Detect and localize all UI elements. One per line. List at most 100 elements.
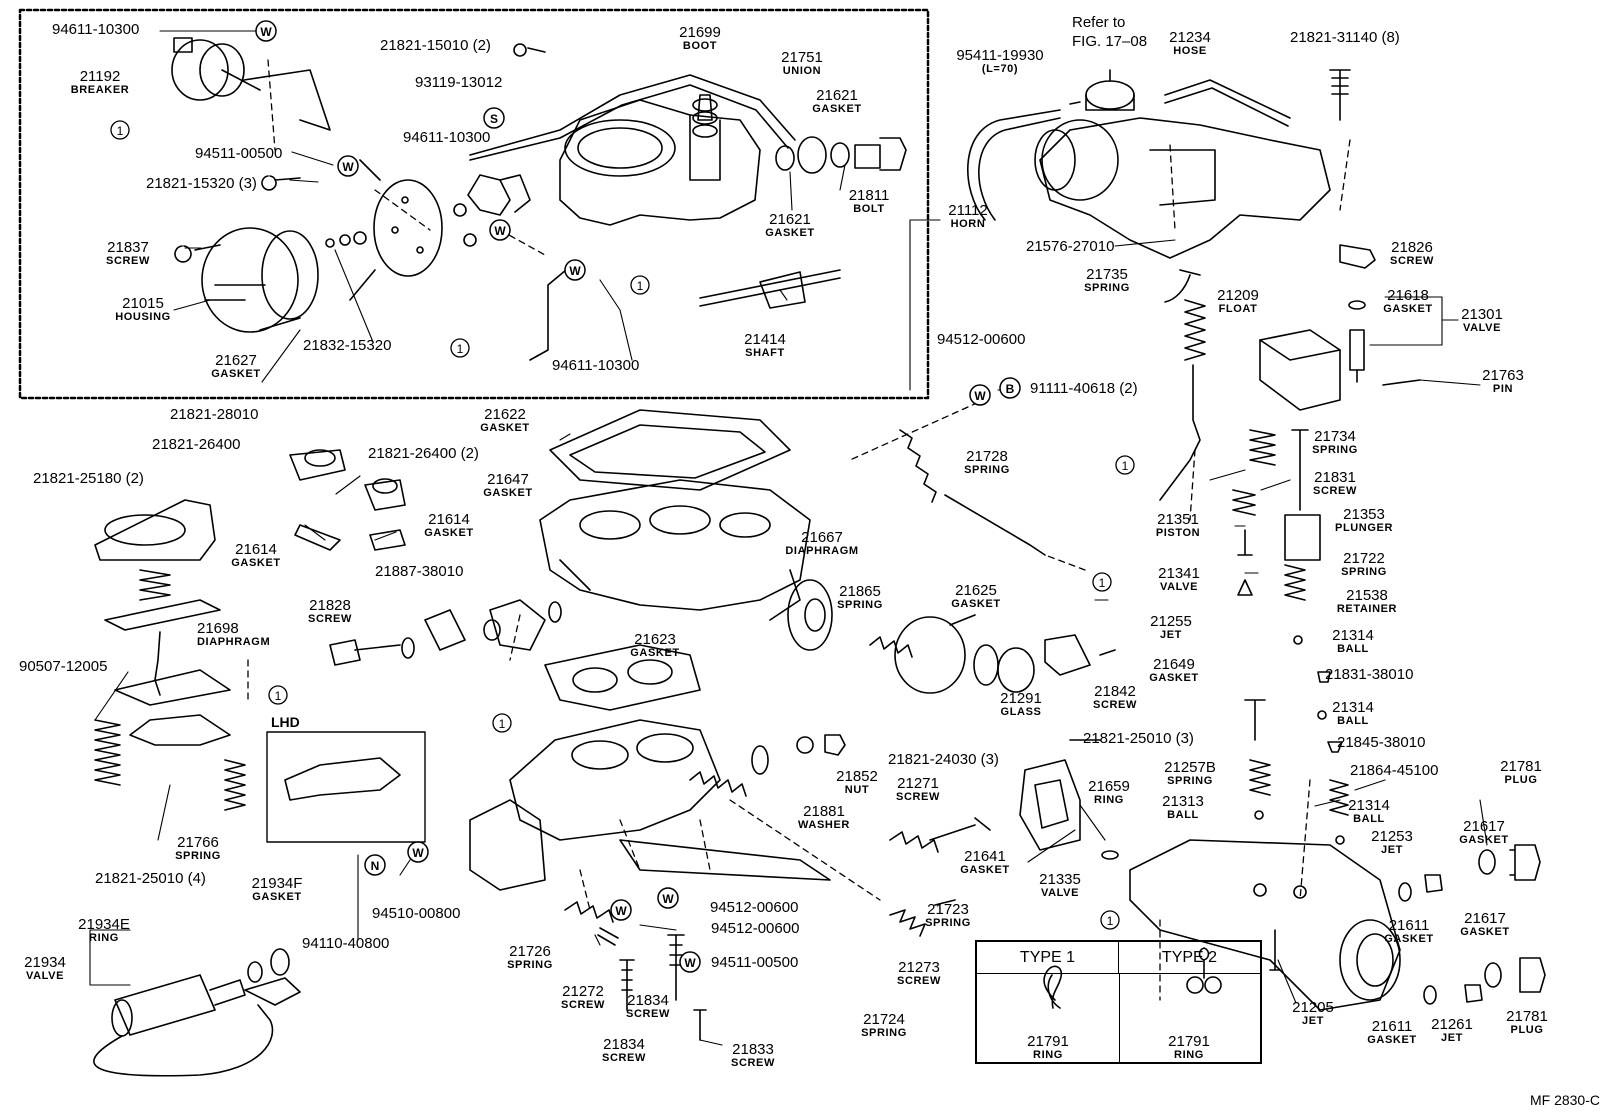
svg-text:B: B (1006, 382, 1015, 396)
part-label: 91111-40618 (2) (1030, 381, 1138, 396)
marker-1: 1 (630, 275, 650, 295)
part-label: 21821-25180 (2) (33, 471, 144, 486)
part-number: 21821-25180 (2) (33, 470, 144, 487)
link-rod (529, 269, 571, 361)
part-number: 21831 (1314, 469, 1356, 486)
svg-text:1: 1 (637, 279, 644, 293)
part-number: 21301 (1461, 306, 1503, 323)
part-number: 94110-40800 (302, 935, 390, 952)
part-number: 21617 (1464, 910, 1506, 927)
clip-type1-drawing (1043, 965, 1063, 1009)
part-number: 21864-45100 (1350, 762, 1439, 779)
part-number: 21834 (603, 1036, 645, 1053)
part-label: 21821-31140 (8) (1290, 30, 1400, 45)
main-body (539, 479, 811, 621)
part-label: 21821-15320 (3) (146, 176, 257, 191)
horn-body (559, 94, 761, 226)
part-number: 21781 (1506, 1008, 1548, 1025)
part-number: 21724 (863, 1011, 905, 1028)
screw-21834b (667, 934, 685, 1001)
linkage-levers (453, 174, 531, 247)
part-number: 21621 (816, 87, 858, 104)
part-name: GASKET (765, 227, 815, 239)
part-number: 21763 (1482, 367, 1524, 384)
svg-text:W: W (615, 904, 627, 918)
part-name: SCREW (731, 1057, 775, 1069)
part-name: PISTON (1155, 527, 1201, 539)
svg-text:W: W (569, 264, 581, 278)
part-name: GASKET (231, 557, 281, 569)
nut-21852 (824, 734, 846, 756)
part-label: 94512-00600 (711, 921, 799, 936)
hose-right (1164, 79, 1291, 119)
part-number: 95411-19930 (956, 47, 1044, 64)
part-name: RING (89, 932, 119, 944)
part-number: 94611-10300 (552, 357, 640, 374)
part-label: 21831-38010 (1325, 667, 1413, 682)
part-number: 21314 (1332, 699, 1374, 716)
marker-s: S (483, 107, 505, 129)
part-name: RETAINER (1336, 603, 1398, 615)
spring-21728 (899, 429, 1046, 556)
part-number: 94511-00500 (195, 145, 283, 162)
screw-21834a (619, 959, 635, 1011)
svg-text:W: W (974, 389, 986, 403)
part-name: SCREW (897, 975, 941, 987)
diaphragm-plate (349, 159, 443, 301)
part-label: 21576-27010 (1026, 239, 1114, 254)
part-label: 94611-10300 (552, 358, 639, 373)
part-name: JET (1160, 629, 1182, 641)
part-number: 21273 (898, 959, 940, 976)
valve-21335 (1019, 759, 1119, 860)
screw-21833 (693, 1009, 707, 1041)
part-name: SPRING (837, 599, 883, 611)
marker-n: N (364, 854, 386, 876)
spring-21735 (1184, 299, 1206, 361)
part-name: HOSE (1173, 45, 1207, 57)
spring-21726 (564, 901, 614, 923)
part-number: 94512-00600 (937, 331, 1026, 348)
part-label: 21821-28010 (170, 407, 258, 422)
svg-text:1: 1 (275, 689, 282, 703)
part-number: 21255 (1150, 613, 1192, 630)
part-name: (L=70) (981, 63, 1019, 75)
rod-21735 (1159, 364, 1201, 501)
part-name: GASKET (1149, 672, 1199, 684)
part-number: 21253 (1371, 828, 1413, 845)
part-number: 21821-25010 (4) (95, 870, 206, 887)
part-label: 21821-26400 (152, 437, 240, 452)
label-leaders (89, 30, 1488, 1046)
breaker-part (171, 37, 331, 131)
part-name: GASKET (1367, 1034, 1417, 1046)
part-number: 94611-10300 (52, 21, 140, 38)
part-number: 21112 (948, 202, 988, 219)
part-name: GASKET (1459, 834, 1509, 846)
part-name: GASKET (1460, 926, 1510, 938)
plate-sight (1044, 634, 1091, 676)
glass-21291 (997, 647, 1035, 693)
marker-1: 1 (1115, 455, 1135, 475)
lhd-inset (266, 731, 426, 843)
part-label: 94511-00500 (711, 955, 798, 970)
part-label: 94510-00800 (372, 906, 460, 921)
